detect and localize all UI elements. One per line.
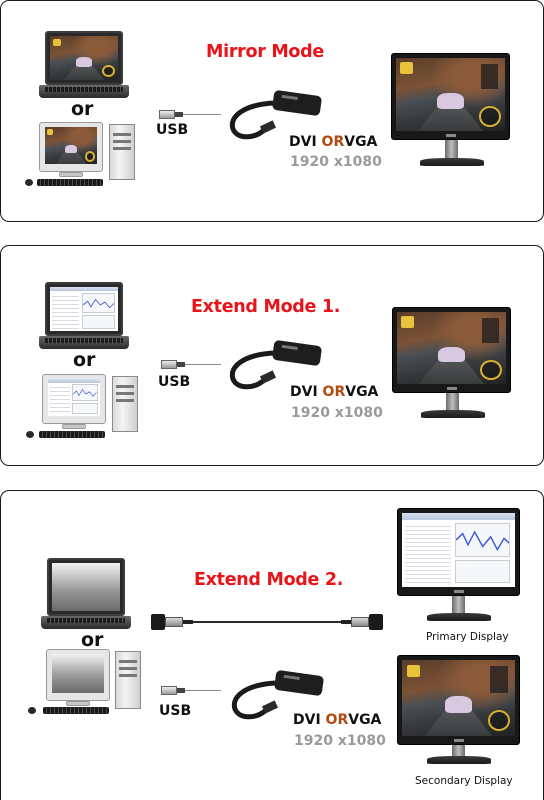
resolution-label: 1920 x1080 xyxy=(294,733,386,749)
or-text: OR xyxy=(321,134,345,150)
or-label: or xyxy=(73,349,96,371)
resolution-label: 1920 x1080 xyxy=(290,154,382,170)
secondary-display-caption: Secondary Display xyxy=(415,775,513,787)
dvi-text: DVI xyxy=(290,384,318,400)
extend-mode-1-panel: Extend Mode 1. or USB DVI ORVGA 1920 x10… xyxy=(0,245,544,466)
or-label: or xyxy=(71,98,94,120)
primary-display-caption: Primary Display xyxy=(426,631,509,643)
dvi-text: DVI xyxy=(293,712,321,728)
or-text: OR xyxy=(325,712,349,728)
panel-title: Extend Mode 1. xyxy=(191,297,341,317)
extend-mode-2-panel: Extend Mode 2. or USB xyxy=(0,490,544,800)
panel-title: Extend Mode 2. xyxy=(194,570,344,590)
usb-label: USB xyxy=(158,374,191,390)
or-label: or xyxy=(81,629,104,651)
panel-title: Mirror Mode xyxy=(206,42,324,62)
vga-text: VGA xyxy=(344,134,378,150)
dvi-text: DVI xyxy=(289,134,317,150)
mirror-mode-panel: Mirror Mode or USB DVI ORVGA 1920 x1080 xyxy=(0,0,544,222)
usb-label: USB xyxy=(156,122,189,138)
vga-text: VGA xyxy=(348,712,382,728)
output-label: DVI ORVGA xyxy=(293,712,381,728)
output-label: DVI ORVGA xyxy=(289,134,377,150)
usb-label: USB xyxy=(159,703,192,719)
output-label: DVI ORVGA xyxy=(290,384,378,400)
resolution-label: 1920 x1080 xyxy=(291,405,383,421)
vga-text: VGA xyxy=(345,384,379,400)
or-text: OR xyxy=(322,384,346,400)
